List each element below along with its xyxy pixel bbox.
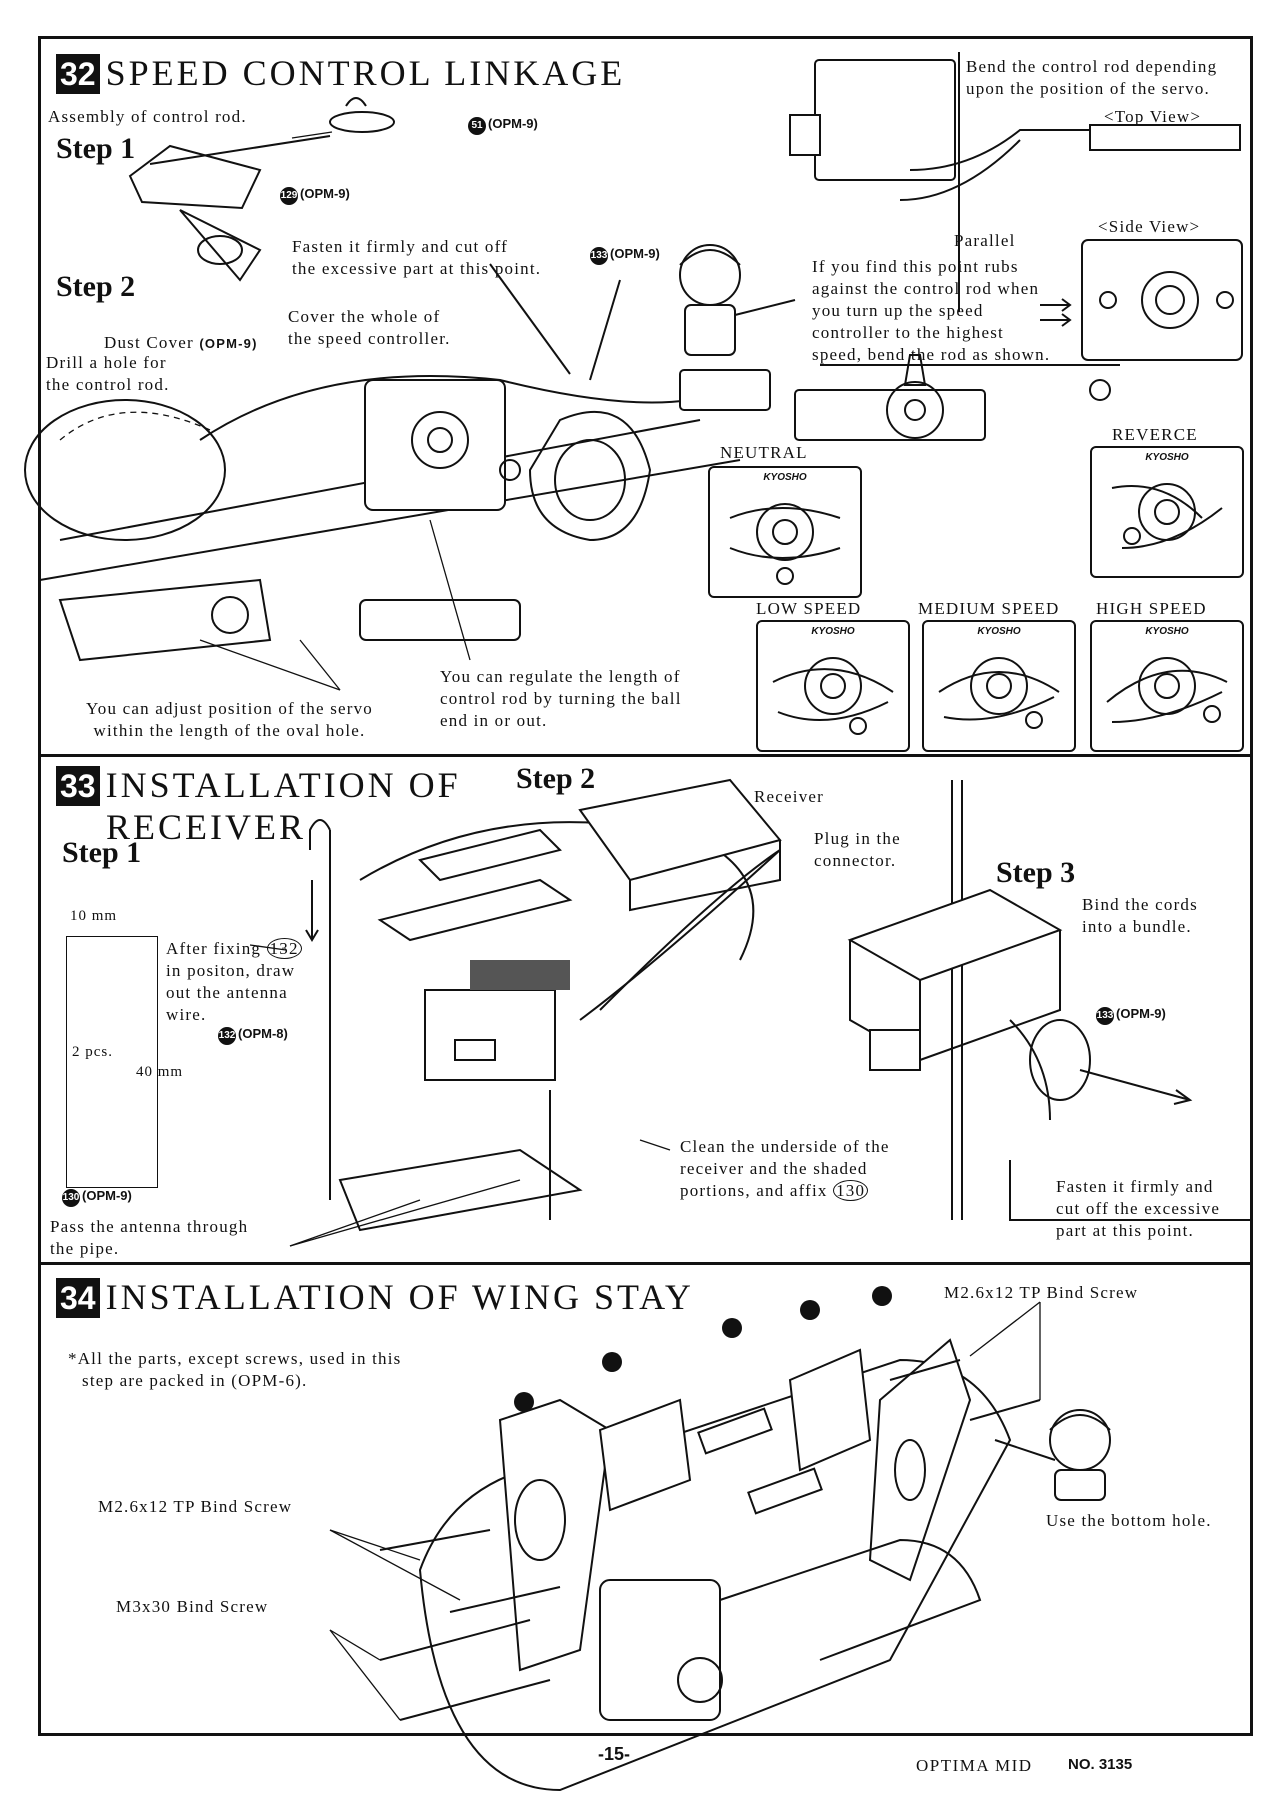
section-title: SPEED CONTROL LINKAGE (105, 53, 626, 93)
dim-10mm-label: 10 mm (70, 908, 118, 924)
section-number: 34 (56, 1278, 100, 1318)
s33-step2-label: Step 2 (516, 762, 596, 795)
screw-top-label: M2.6x12 TP Bind Screw (944, 1283, 1139, 1302)
low-speed-panel: KYOSHO (756, 620, 910, 752)
s33-step1-label: Step 1 (62, 836, 142, 869)
divider-1 (38, 754, 1253, 757)
reverce-label: REVERCE (1112, 425, 1198, 444)
section-title-line2: RECEIVER (106, 807, 306, 847)
page-frame (38, 36, 1253, 1736)
receiver-pad-drawing (66, 936, 158, 1188)
part-51-label: 51(OPM-9) (468, 116, 538, 135)
medium-speed-panel: KYOSHO (922, 620, 1076, 752)
model-number: NO. 3135 (1068, 1756, 1133, 1773)
high-speed-panel: KYOSHO (1090, 620, 1244, 752)
medium-speed-label: MEDIUM SPEED (918, 599, 1060, 618)
neutral-panel: KYOSHO (708, 466, 862, 598)
receiver-label: Receiver (754, 787, 825, 806)
part-133-label: 133(OPM-9) (590, 246, 660, 265)
neutral-label: NEUTRAL (720, 443, 808, 462)
section-title: INSTALLATION OF WING STAY (105, 1277, 694, 1317)
dust-cover-label: Dust Cover (OPM-9) (104, 333, 258, 352)
part-130-label: 130(OPM-9) (62, 1188, 132, 1207)
dim-40mm-label: 40 mm (136, 1064, 184, 1080)
screw-left-label: M2.6x12 TP Bind Screw (98, 1497, 293, 1516)
s34-note: *All the parts, except screws, used in t… (68, 1349, 402, 1390)
part-133-s33-label: 133(OPM-9) (1096, 1006, 1166, 1025)
top-view-label: <Top View> (1104, 107, 1202, 126)
high-speed-label: HIGH SPEED (1096, 599, 1207, 618)
bend-box (958, 52, 1250, 312)
assembly-label: Assembly of control rod. (48, 107, 247, 126)
step2-label: Step 2 (56, 270, 136, 303)
low-speed-label: LOW SPEED (756, 599, 862, 618)
part-129-label: 129(OPM-9) (280, 186, 350, 205)
page-number: -15- (598, 1744, 631, 1764)
step1-label: Step 1 (56, 132, 136, 165)
model-name: OPTIMA MID (916, 1756, 1033, 1775)
section-number: 32 (56, 54, 100, 94)
reverce-panel: KYOSHO (1090, 446, 1244, 578)
part-132-label: 132(OPM-8) (218, 1026, 288, 1045)
s33-step3-label: Step 3 (996, 856, 1076, 889)
divider-2 (38, 1262, 1253, 1265)
pcs-label: 2 pcs. (72, 1044, 113, 1060)
section-number: 33 (56, 766, 100, 806)
side-view-label: <Side View> (1098, 217, 1201, 236)
bottom-hole-note: Use the bottom hole. (1046, 1511, 1212, 1530)
m3-screw-label: M3x30 Bind Screw (116, 1597, 269, 1616)
section-title-line1: INSTALLATION OF (105, 765, 461, 805)
parallel-label: Parallel (954, 231, 1016, 250)
